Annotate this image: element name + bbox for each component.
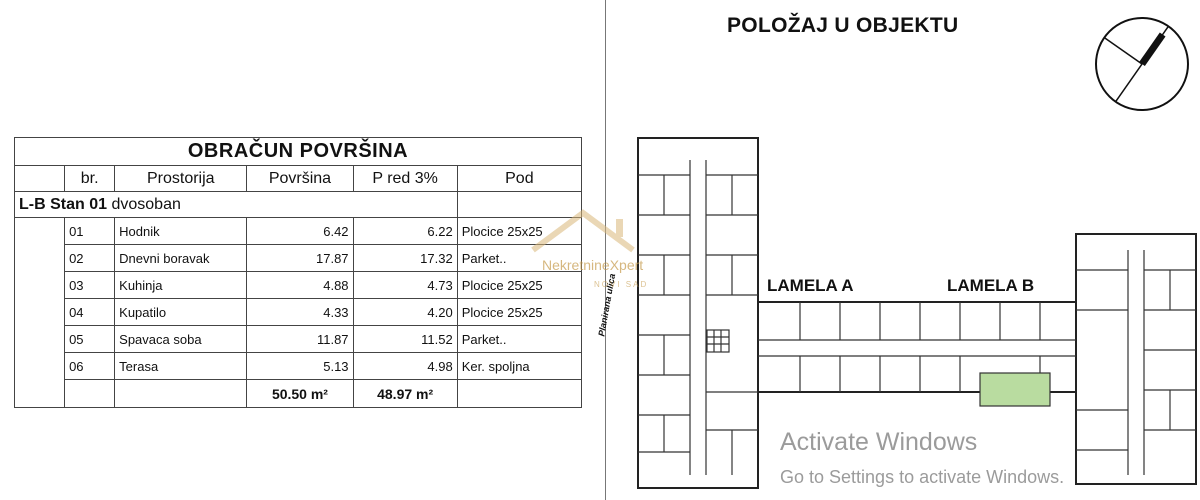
row-reduced: 11.52 — [352, 325, 458, 353]
row-no: 04 — [64, 298, 116, 326]
activate-windows-title: Activate Windows — [780, 428, 978, 456]
row-reduced: 4.20 — [352, 298, 458, 326]
row-area: 17.87 — [246, 244, 354, 272]
row-room: Terasa — [114, 352, 248, 380]
table-row: 06 Terasa 5.13 4.98 Ker. spoljna — [13, 352, 583, 380]
table-row: 05 Spavaca soba 11.87 11.52 Parket.. — [13, 325, 583, 353]
total-reduced: 48.97 m² — [352, 379, 458, 408]
row-floor: Plocice 25x25 — [456, 271, 583, 299]
table-header-row: br. Prostorija Površina P red 3% Pod — [13, 165, 583, 192]
watermark-city: NOVI SAD — [594, 280, 649, 289]
row-area: 6.42 — [246, 217, 354, 245]
row-floor: Plocice 25x25 — [456, 298, 583, 326]
row-no: 03 — [64, 271, 116, 299]
lamela-a-label: LAMELA A — [767, 276, 854, 295]
row-room: Dnevni boravak — [114, 244, 248, 272]
lamela-b-label: LAMELA B — [947, 276, 1035, 295]
row-area: 5.13 — [246, 352, 354, 380]
table-title: OBRAČUN POVRŠINA — [14, 137, 582, 166]
row-reduced: 6.22 — [352, 217, 458, 245]
vertical-divider — [605, 0, 606, 500]
row-floor: Parket.. — [456, 325, 583, 353]
highlighted-apartment — [979, 372, 1051, 407]
row-area: 4.88 — [246, 271, 354, 299]
row-no: 06 — [64, 352, 116, 380]
row-area: 4.33 — [246, 298, 354, 326]
table-row: 04 Kupatilo 4.33 4.20 Plocice 25x25 — [13, 298, 583, 326]
apartment-code: L-B Stan 01 — [19, 195, 108, 213]
watermark-brand: NekretnineXpert — [542, 257, 644, 273]
building-floor-plan — [637, 137, 1197, 489]
row-room: Kupatilo — [114, 298, 248, 326]
row-room: Spavaca soba — [114, 325, 248, 353]
row-room: Hodnik — [114, 217, 248, 245]
row-no: 02 — [64, 244, 116, 272]
row-floor: Parket.. — [456, 244, 583, 272]
apartment-type: dvosoban — [111, 195, 181, 213]
area-calculation-table: OBRAČUN POVRŠINA br. Prostorija Površina… — [13, 137, 583, 408]
activate-windows-hint[interactable]: Go to Settings to activate Windows. — [780, 467, 1065, 487]
row-reduced: 4.73 — [352, 271, 458, 299]
row-reduced: 4.98 — [352, 352, 458, 380]
position-title: POLOŽAJ U OBJEKTU — [727, 14, 959, 37]
table-row: 02 Dnevni boravak 17.87 17.32 Parket.. — [13, 244, 583, 272]
total-row: 50.50 m² 48.97 m² — [13, 379, 583, 408]
total-area: 50.50 m² — [246, 379, 354, 408]
table-row: 01 Hodnik 6.42 6.22 Plocice 25x25 — [13, 217, 583, 245]
row-no: 05 — [64, 325, 116, 353]
apartment-row: L-B Stan 01 dvosoban — [14, 191, 583, 218]
row-no: 01 — [64, 217, 116, 245]
header-area: Površina — [246, 165, 354, 192]
header-reduced: P red 3% — [352, 165, 458, 192]
row-floor: Ker. spoljna — [456, 352, 583, 380]
north-arrow-icon — [1095, 17, 1189, 111]
header-no: br. — [64, 165, 116, 192]
header-room: Prostorija — [114, 165, 248, 192]
row-room: Kuhinja — [114, 271, 248, 299]
table-row: 03 Kuhinja 4.88 4.73 Plocice 25x25 — [13, 271, 583, 299]
row-area: 11.87 — [246, 325, 354, 353]
header-floor: Pod — [456, 165, 583, 192]
row-reduced: 17.32 — [352, 244, 458, 272]
house-logo-icon — [531, 209, 635, 253]
